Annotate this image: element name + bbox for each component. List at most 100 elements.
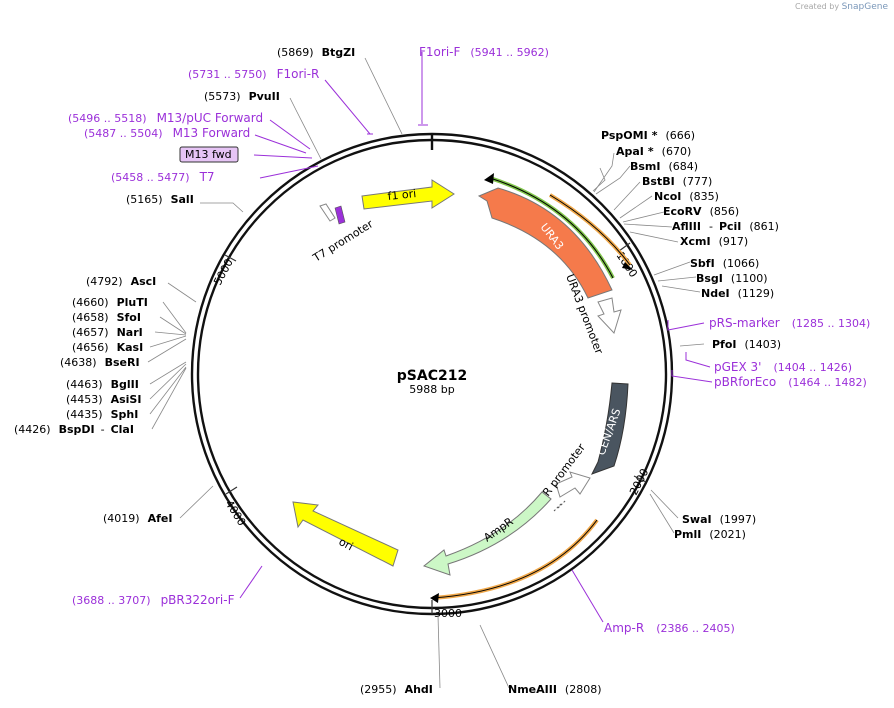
pluti-pos: (4660): [72, 296, 109, 309]
svg-text:SbfI(1066): SbfI(1066): [690, 257, 759, 270]
m13fwd-name: M13 Forward: [173, 126, 251, 140]
svg-text:(5487 .. 5504)M13 Forward: (5487 .. 5504) M13 Forward: [84, 126, 250, 140]
svg-text:ApaI*(670): ApaI*(670): [616, 145, 691, 158]
ura3-feature[interactable]: [477, 187, 613, 299]
svg-text:(4660)PluTI: (4660)PluTI: [72, 296, 148, 309]
pspomi-pos: (666): [665, 129, 695, 142]
bstbi-name: BstBI: [642, 175, 675, 188]
xcmi-pos: (917): [719, 235, 749, 248]
bsgi-pos: (1100): [731, 272, 768, 285]
m13fwd-range: (5487 .. 5504): [84, 127, 163, 140]
sfoi-pos: (4658): [72, 311, 109, 324]
svg-text:EcoRV(856): EcoRV(856): [663, 205, 739, 218]
btgzi-pos: (5869): [277, 46, 314, 59]
svg-text:(4792)AscI: (4792) AscI: [86, 275, 156, 288]
pvuii-pos: (5573): [204, 90, 241, 103]
ahdi-name: AhdI: [405, 683, 433, 696]
svg-text:(5869)BtgZI: (5869)BtgZI: [277, 46, 355, 59]
svg-text:PmlI(2021): PmlI (2021): [674, 528, 746, 541]
nari-pos: (4657): [72, 326, 109, 339]
sfoi-name: SfoI: [117, 311, 141, 324]
ampr-primer-range: (2386 .. 2405): [656, 622, 735, 635]
svg-text:SwaI(1997): SwaI(1997): [682, 513, 756, 526]
svg-text:XcmI(917): XcmI (917): [680, 235, 748, 248]
f1ori-f-range: (5941 .. 5962): [470, 46, 549, 59]
sphi-pos: (4435): [66, 408, 103, 421]
ampr-feature[interactable]: [422, 491, 552, 576]
afei-pos: (4019): [103, 512, 140, 525]
svg-text:(4435)SphI: (4435) SphI: [66, 408, 138, 421]
bseri-pos: (4638): [60, 356, 97, 369]
t7-promoter-feature[interactable]: [319, 203, 336, 222]
svg-text:(3688 .. 3707)pBR322ori-F: (3688 .. 3707)pBR322ori-F: [72, 593, 235, 607]
ura3-promoter-feature[interactable]: [597, 297, 622, 334]
left-sites: (5869)BtgZI (5573) PvuII (5165) SalI (4792…: [14, 46, 433, 696]
bsmi-pos: (684): [669, 160, 699, 173]
apai-name: ApaI: [616, 145, 644, 158]
f1-ori-label: f1 ori: [387, 187, 417, 203]
pspomi-name: PspOMI: [601, 129, 648, 142]
m13puc-name: M13/pUC Forward: [157, 111, 264, 125]
credit-prefix: Created by: [795, 2, 840, 11]
bglii-name: BglII: [111, 378, 139, 391]
f1-ori-feature[interactable]: [361, 179, 455, 210]
snapgene-logo: SnapGene: [841, 2, 888, 12]
cenars-feature[interactable]: [590, 382, 629, 475]
pfoi-pos: (1403): [745, 338, 782, 351]
nmeaiii-name: NmeAIII: [508, 683, 557, 696]
svg-text:F1ori-F(5941 .. 5962): F1ori-F(5941 .. 5962): [419, 45, 549, 59]
svg-text:PfoI(1403): PfoI (1403): [712, 338, 781, 351]
asci-name: AscI: [131, 275, 157, 288]
pfoi-name: PfoI: [712, 338, 737, 351]
afliii-pos: (861): [749, 220, 779, 233]
svg-text:(4657)NarI: (4657) NarI: [72, 326, 143, 339]
pvuii-name: PvuII: [249, 90, 280, 103]
nari-name: NarI: [117, 326, 143, 339]
plasmid-name: pSAC212: [397, 368, 467, 384]
svg-text:pBRforEco(1464 .. 1482): pBRforEco(1464 .. 1482): [714, 375, 867, 389]
svg-text:(5573)PvuII: (5573) PvuII: [204, 90, 280, 103]
ahdi-pos: (2955): [360, 683, 397, 696]
m13-fwd-tag-label: M13 fwd: [185, 148, 232, 161]
svg-text:(5165)SalI: (5165) SalI: [126, 193, 194, 206]
swai-name: SwaI: [682, 513, 712, 526]
plasmid-length: 5988 bp: [409, 383, 454, 396]
ampr-promoter-feature[interactable]: [555, 471, 591, 498]
svg-text:BsgI(1100): BsgI(1100): [696, 272, 767, 285]
bstbi-pos: (777): [683, 175, 713, 188]
pgex-name: pGEX 3': [714, 360, 761, 374]
pcii-name: PciI: [719, 220, 741, 233]
m13-fwd-tag: M13 fwd: [179, 146, 239, 163]
asci-pos: (4792): [86, 275, 123, 288]
t7-name: T7: [199, 170, 215, 184]
afliii-name: AflIII: [672, 220, 701, 233]
ori-feature[interactable]: [292, 501, 399, 567]
f1ori-r-range: (5731 .. 5750): [188, 68, 267, 81]
sphi-name: SphI: [111, 408, 139, 421]
bsmi-name: BsmI: [630, 160, 661, 173]
ampr-primer-name: Amp-R: [604, 621, 644, 635]
prs-name: pRS-marker: [709, 316, 780, 330]
pmli-name: PmlI: [674, 528, 701, 541]
svg-text:pGEX 3'(1404 .. 1426): pGEX 3'(1404 .. 1426): [714, 360, 852, 374]
pmli-pos: (2021): [709, 528, 746, 541]
pbr322-range: (3688 .. 3707): [72, 594, 151, 607]
svg-text:NmeAIII(2808): NmeAIII(2808): [508, 683, 602, 696]
sali-pos: (5165): [126, 193, 163, 206]
snapgene-credit: Created by SnapGene: [795, 2, 888, 12]
pbrforeco-range: (1464 .. 1482): [788, 376, 867, 389]
ncoi-name: NcoI: [654, 190, 681, 203]
kasi-pos: (4656): [72, 341, 109, 354]
xcmi-name: XcmI: [680, 235, 711, 248]
svg-text:(4658)SfoI: (4658) SfoI: [72, 311, 141, 324]
svg-text:(4426)BspDI-ClaI: (4426)BspDI-ClaI: [14, 423, 134, 436]
t7-promoter-label: T7 promoter: [310, 217, 376, 265]
sali-name: SalI: [171, 193, 194, 206]
asisi-name: AsiSI: [111, 393, 142, 406]
afei-name: AfeI: [148, 512, 173, 525]
svg-text:(5458 .. 5477)T7: (5458 .. 5477)T7: [111, 170, 215, 184]
svg-text:(4638)BseRI: (4638)BseRI: [60, 356, 140, 369]
primer-leaders: [239, 52, 713, 623]
clai-name: ClaI: [111, 423, 134, 436]
